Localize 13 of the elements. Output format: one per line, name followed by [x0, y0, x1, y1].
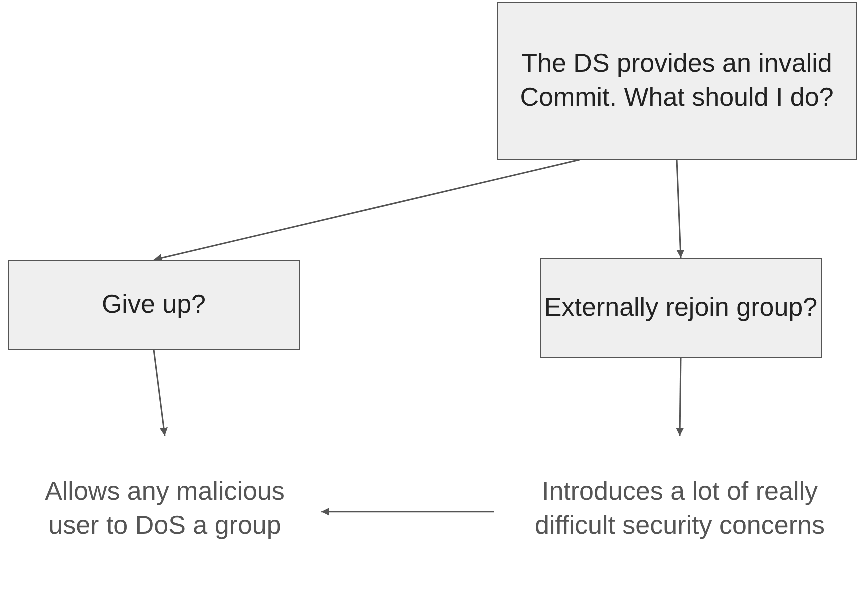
arrow: [153, 350, 168, 436]
process-box: [540, 258, 822, 358]
process-box: [8, 260, 300, 350]
question-box: [497, 2, 857, 160]
arrow: [676, 160, 685, 258]
arrow: [676, 358, 684, 436]
arrow: [154, 159, 580, 262]
box-label: Externally rejoin group?: [544, 291, 818, 324]
box-label: The DS provides an invalid Commit. What should I do?: [519, 47, 835, 114]
outcome-text: Allows any malicious user to DoS a group: [44, 475, 286, 542]
arrow: [322, 508, 494, 516]
outcome-text: Introduces a lot of really difficult security concerns: [534, 475, 826, 542]
box-label: Give up?: [102, 288, 206, 322]
